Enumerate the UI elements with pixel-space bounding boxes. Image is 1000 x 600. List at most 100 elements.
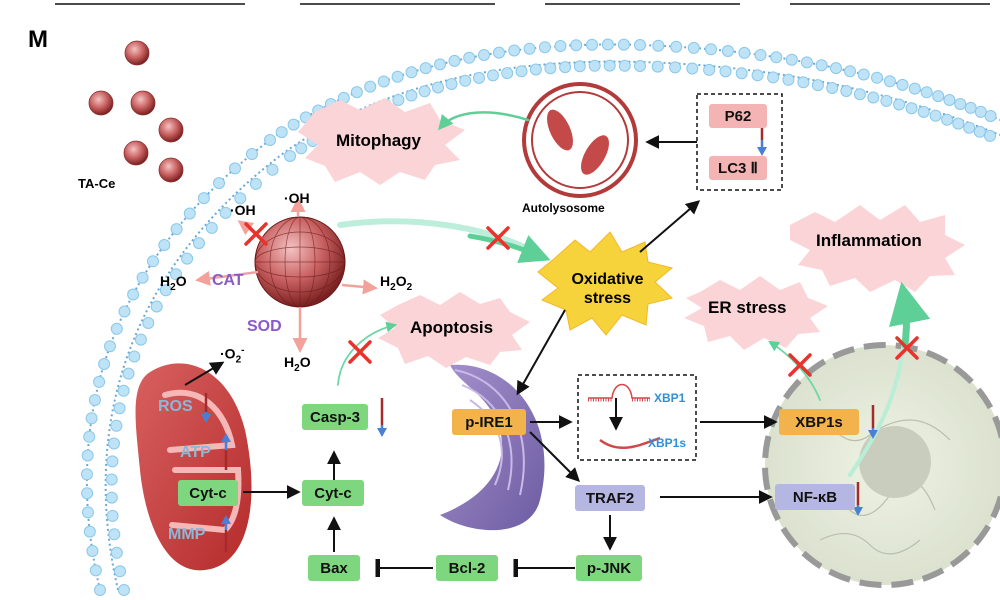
membrane-bead: [867, 91, 880, 104]
inhibition-marks: [244, 222, 919, 377]
membrane-bead: [883, 75, 896, 88]
traf2-box: TRAF2: [575, 485, 645, 511]
membrane-bead: [670, 40, 683, 53]
membrane-bead: [896, 78, 909, 91]
membrane-bead: [570, 39, 583, 52]
membrane-bead: [284, 150, 296, 162]
membrane-bead: [104, 340, 116, 353]
membrane-bead: [118, 305, 131, 318]
membrane-bead: [219, 206, 232, 219]
membrane-bead: [170, 268, 182, 281]
membrane-bead: [826, 82, 839, 94]
membrane-bead: [880, 94, 893, 107]
membrane-bead: [205, 221, 218, 234]
membrane-bead: [785, 53, 798, 66]
membrane-bead: [705, 43, 717, 56]
casp3-box: Casp-3: [302, 404, 368, 430]
membrane-bead: [735, 67, 748, 80]
membrane-bead: [853, 88, 866, 101]
membrane-bead: [586, 38, 598, 51]
membrane-bead: [183, 207, 196, 220]
membrane-bead: [687, 41, 700, 54]
membrane-bead: [105, 491, 118, 504]
membrane-bead: [158, 239, 171, 251]
membrane-bead: [703, 63, 716, 76]
water-left: H2O: [160, 273, 187, 293]
membrane-bead: [830, 62, 842, 75]
ros-label: ROS: [158, 398, 193, 415]
membrane-bead: [857, 68, 870, 81]
membrane-bead: [88, 394, 101, 406]
membrane-bead: [617, 38, 630, 51]
membrane-bead: [840, 85, 853, 97]
endoplasmic-reticulum: [440, 364, 545, 531]
oxidative-stress-burst: [537, 231, 674, 336]
membrane-bead: [932, 90, 945, 103]
membrane-bead: [147, 255, 159, 268]
membrane-bead: [150, 300, 163, 313]
cytc-mito-box: Cyt-c: [178, 480, 238, 506]
membrane-bead: [82, 506, 94, 519]
xbp1-splicing-box: [577, 374, 697, 461]
membrane-bead: [811, 79, 824, 92]
cat-enzyme-label: CAT: [212, 272, 244, 289]
membrane-bead: [213, 177, 225, 190]
lc3-box: LC3 Ⅱ: [709, 156, 767, 180]
membrane-bead: [110, 546, 123, 559]
membrane-bead: [93, 375, 106, 388]
membrane-bead: [529, 63, 542, 76]
ros-down: [201, 393, 211, 423]
inhibit-x-inflammation: [895, 336, 919, 360]
membrane-bead: [287, 118, 300, 131]
membrane-bead: [721, 45, 734, 57]
pathway-arrows: [184, 135, 778, 577]
membrane-bead: [634, 39, 646, 51]
membrane-bead: [110, 419, 123, 432]
membrane-bead: [908, 82, 921, 95]
membrane-bead: [419, 62, 432, 75]
membrane-bead: [246, 148, 258, 160]
inflammation-burst: [790, 205, 965, 292]
activation-curves: [337, 111, 931, 477]
membrane-bead: [844, 65, 856, 78]
membrane-bead: [984, 129, 996, 142]
membrane-bead: [108, 437, 120, 450]
membrane-bead: [871, 71, 883, 84]
membrane-bead: [94, 584, 106, 596]
membrane-bead: [405, 66, 418, 79]
membrane-bead: [601, 38, 614, 51]
xbp1s-down: [868, 405, 878, 439]
panel-label: M: [28, 26, 48, 53]
inhibit-x-er-stress: [788, 353, 812, 377]
membrane-bead: [917, 105, 930, 118]
membrane-bead: [588, 59, 601, 72]
membrane-bead: [738, 46, 751, 59]
membrane-bead: [493, 46, 505, 59]
er-stress-label: ER stress: [708, 298, 787, 317]
membrane-bead: [113, 402, 126, 415]
membrane-bead: [181, 252, 194, 265]
pire1-box: p-IRE1: [452, 409, 526, 435]
membrane-bead: [229, 162, 241, 175]
membrane-bead: [434, 58, 446, 71]
membrane-bead: [114, 565, 126, 578]
autophagy-marker-box: [696, 93, 783, 191]
trend-indicators: [201, 115, 878, 552]
membrane-bead: [350, 86, 363, 99]
membrane-bead: [118, 584, 130, 596]
membrane-bead: [108, 528, 121, 541]
pjnk-box: p-JNK: [576, 555, 642, 581]
bcl2-box: Bcl-2: [436, 555, 498, 581]
membrane-bead: [487, 69, 499, 82]
membrane-bead: [463, 51, 476, 64]
membrane-bead: [98, 358, 111, 370]
membrane-bead: [275, 126, 288, 139]
membrane-bead: [89, 564, 102, 577]
membrane-bead: [405, 89, 418, 102]
membrane-bead: [159, 284, 172, 297]
membrane-bead: [929, 109, 942, 122]
membrane-bead: [106, 509, 119, 522]
mitophagy-burst: [298, 98, 465, 185]
casp3-down: [377, 398, 387, 437]
inhibit-x-oh: [244, 222, 268, 246]
